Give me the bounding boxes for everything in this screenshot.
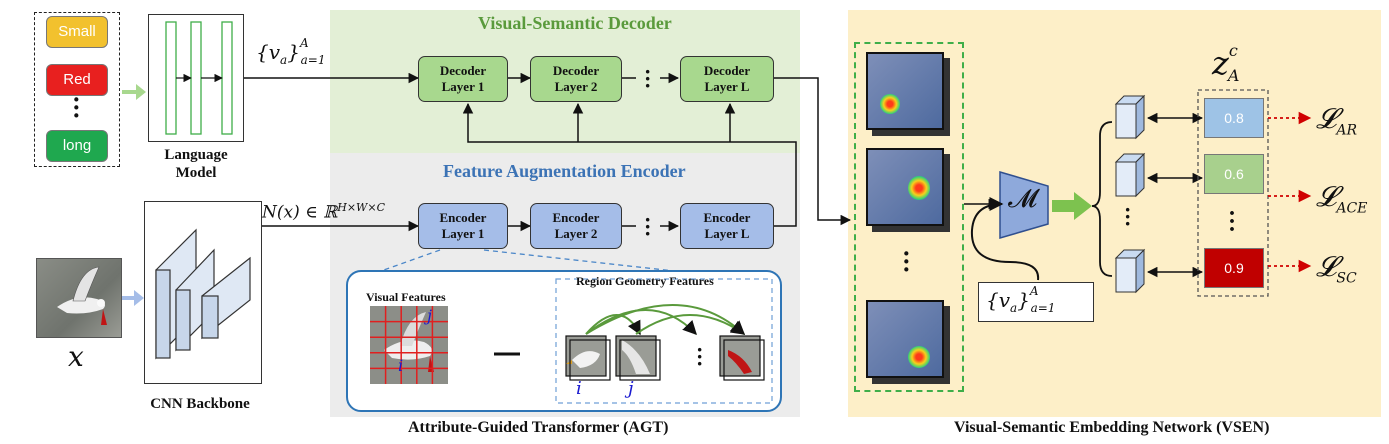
attribute-list	[34, 12, 120, 167]
visual-features-grid	[370, 306, 448, 384]
heatmap-1	[866, 52, 944, 130]
cube-ellipsis: ···	[1124, 197, 1132, 236]
score-ace: 0.6	[1204, 154, 1264, 194]
decoder-layer-1: Decoder Layer 1	[418, 56, 508, 102]
heatmap-3	[866, 300, 944, 378]
region-patches	[565, 304, 765, 381]
patch-ellipsis: ···	[696, 337, 704, 376]
score-sc: 0.9	[1204, 248, 1264, 288]
va-label-top: {va}Aa=1	[256, 36, 326, 67]
decoder-layer-2: Decoder Layer 2	[530, 56, 622, 102]
score-ellipsis: ···	[1228, 201, 1237, 243]
cnn-slabs	[155, 228, 251, 360]
va-box	[978, 282, 1094, 322]
loss-sc: 𝓛SC	[1316, 250, 1357, 287]
encoder-layer-l: Encoder Layer L	[680, 203, 774, 249]
bird-icon	[57, 266, 107, 325]
encoder-ellipsis: ···	[644, 207, 652, 246]
heatmap-2	[866, 148, 944, 226]
z-label: zcA	[1212, 41, 1240, 86]
language-model-layers	[165, 21, 233, 135]
input-bird-image	[36, 258, 122, 338]
attribute-long: long	[46, 130, 108, 162]
encoder-layer-2: Encoder Layer 2	[530, 203, 622, 249]
patch-i-label: i	[576, 378, 582, 399]
agt-caption: Attribute-Guided Transformer (AGT)	[408, 419, 669, 436]
decoder-ellipsis: ···	[644, 59, 652, 98]
language-model-label: Language Model	[164, 147, 228, 181]
embedding-cubes	[1114, 94, 1146, 294]
patch-j-label: j	[628, 378, 634, 399]
loss-ar: 𝓛AR	[1316, 102, 1358, 139]
decoder-title: Visual-Semantic Decoder	[478, 13, 672, 33]
input-symbol-x: x	[68, 340, 84, 373]
heatmap-ellipsis: ···	[902, 239, 911, 284]
encoder-title: Feature Augmentation Encoder	[443, 161, 686, 181]
va-label-vsen: {va}Aa=1	[986, 284, 1056, 315]
m-module	[999, 171, 1049, 239]
attribute-red: Red	[46, 64, 108, 96]
grid-i-label: i	[398, 356, 404, 375]
cnn-backbone-label: CNN Backbone	[150, 396, 250, 412]
grid-j-label: j	[427, 306, 432, 325]
heatmap-group	[854, 42, 964, 392]
region-geometry-label: Region Geometry Features	[576, 274, 714, 288]
vsen-caption: Visual-Semantic Embedding Network (VSEN)	[954, 419, 1270, 436]
decoder-layer-l: Decoder Layer L	[680, 56, 774, 102]
score-ar: 0.8	[1204, 98, 1264, 138]
encoder-layer-1: Encoder Layer 1	[418, 203, 508, 249]
ellipsis-dots: ···	[72, 85, 81, 130]
visual-features-label: Visual Features	[366, 290, 446, 304]
nx-label: N(x) ∈ ℝH×W×C	[262, 201, 385, 223]
attribute-small: Small	[46, 16, 108, 48]
m-symbol: 𝓜	[1008, 184, 1038, 214]
loss-ace: 𝓛ACE	[1316, 180, 1368, 217]
